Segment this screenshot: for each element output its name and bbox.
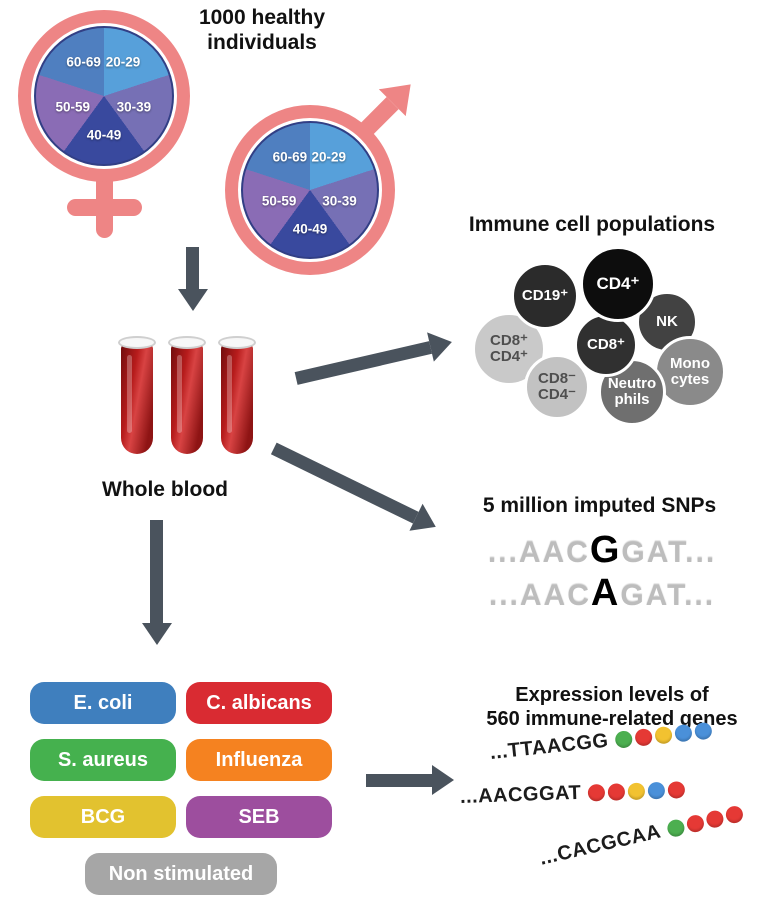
age-slice-label: 60-69 — [272, 149, 308, 164]
expression-dot — [665, 817, 687, 839]
age-slice-label: 20-29 — [311, 149, 347, 164]
immune-title: Immune cell populations — [468, 213, 716, 236]
blood-tube — [218, 336, 256, 456]
age-slice-label: 40-49 — [86, 127, 122, 143]
blood-tube — [118, 336, 156, 456]
age-slice-label: 30-39 — [116, 99, 152, 115]
cell-cd4pos: CD4⁺ — [580, 246, 656, 322]
female-symbol-crossbar — [67, 199, 142, 216]
expression-dot — [724, 804, 745, 825]
stimulus-calbicans: C. albicans — [186, 682, 332, 724]
cell-cd8pos: CD8⁺ — [574, 313, 638, 377]
arrow-stimuli-to-expression — [366, 765, 454, 795]
age-pie: 20-29 30-39 40-49 50-59 60-69 — [34, 26, 174, 166]
female-ring: 20-29 30-39 40-49 50-59 60-69 — [18, 10, 190, 182]
arrow-blood-to-snps — [267, 435, 443, 541]
expression-row: ...AACGGAT — [460, 778, 686, 809]
age-slice-label: 40-49 — [292, 221, 328, 237]
blood-tube-rim — [118, 336, 156, 349]
stimulus-bcg: BCG — [30, 796, 176, 838]
blood-tube-body — [121, 343, 153, 454]
whole-blood-label: Whole blood — [102, 478, 228, 501]
stimulus-seb: SEB — [186, 796, 332, 838]
stimulus-non-stimulated: Non stimulated — [85, 853, 277, 895]
expression-dot — [647, 781, 666, 800]
snp-variant-allele: G — [589, 529, 622, 571]
stimulus-ecoli: E. coli — [30, 682, 176, 724]
cell-cd8neg-cd4neg: CD8⁻ CD4⁻ — [524, 354, 590, 420]
expression-dot — [627, 782, 646, 801]
stimulus-saureus: S. aureus — [30, 739, 176, 781]
expression-dot — [685, 813, 706, 834]
expression-row: ...CACGCAA — [537, 802, 745, 871]
gene-sequence: ...AACGGAT — [459, 781, 582, 808]
snp-sequence-row: ...AACAGAT... — [488, 572, 716, 614]
age-slice-label: 60-69 — [66, 54, 101, 70]
cohort-title: 1000 healthy individuals — [198, 6, 326, 54]
expression-dot — [694, 721, 713, 741]
snp-sequences: ...AACGGAT... ...AACAGAT... — [462, 530, 742, 616]
blood-tube-body — [171, 343, 203, 454]
male-ring: 20-29 30-39 40-49 50-59 60-69 — [225, 105, 395, 275]
expression-dot — [674, 723, 693, 743]
age-slice-label: 30-39 — [322, 193, 357, 209]
age-pie: 20-29 30-39 40-49 50-59 60-69 — [241, 121, 379, 259]
cell-cd19pos: CD19⁺ — [511, 262, 579, 330]
blood-tube-rim — [168, 336, 206, 349]
age-slice-label: 50-59 — [261, 193, 297, 209]
snps-title: 5 million imputed SNPs — [482, 494, 717, 517]
expression-dot — [607, 783, 626, 801]
expression-dot — [634, 728, 654, 747]
blood-tube-rim — [218, 336, 256, 349]
cell-monocytes: Mono cytes — [654, 336, 726, 408]
snp-variant-allele: A — [590, 572, 621, 614]
stimulus-influenza: Influenza — [186, 739, 332, 781]
snp-sequence-row: ...AACGGAT... — [487, 529, 717, 571]
gene-sequence: ...CACGCAA — [537, 820, 664, 870]
expression-dot — [587, 783, 606, 802]
blood-tube-body — [221, 343, 253, 454]
age-slice-label: 20-29 — [105, 54, 141, 70]
expression-dot — [614, 730, 634, 749]
gene-sequence: ...TTAACGG — [488, 729, 610, 764]
expression-title: Expression levels of 560 immune-related … — [486, 684, 738, 730]
arrow-blood-to-stimuli — [142, 520, 172, 645]
expression-dot — [667, 781, 686, 799]
expression-dot — [654, 725, 673, 745]
expression-dot — [704, 808, 725, 830]
blood-tube — [168, 336, 206, 456]
age-slice-label: 50-59 — [55, 99, 90, 115]
arrow-demographics-to-blood — [178, 247, 208, 311]
arrow-blood-to-immune — [293, 327, 456, 392]
